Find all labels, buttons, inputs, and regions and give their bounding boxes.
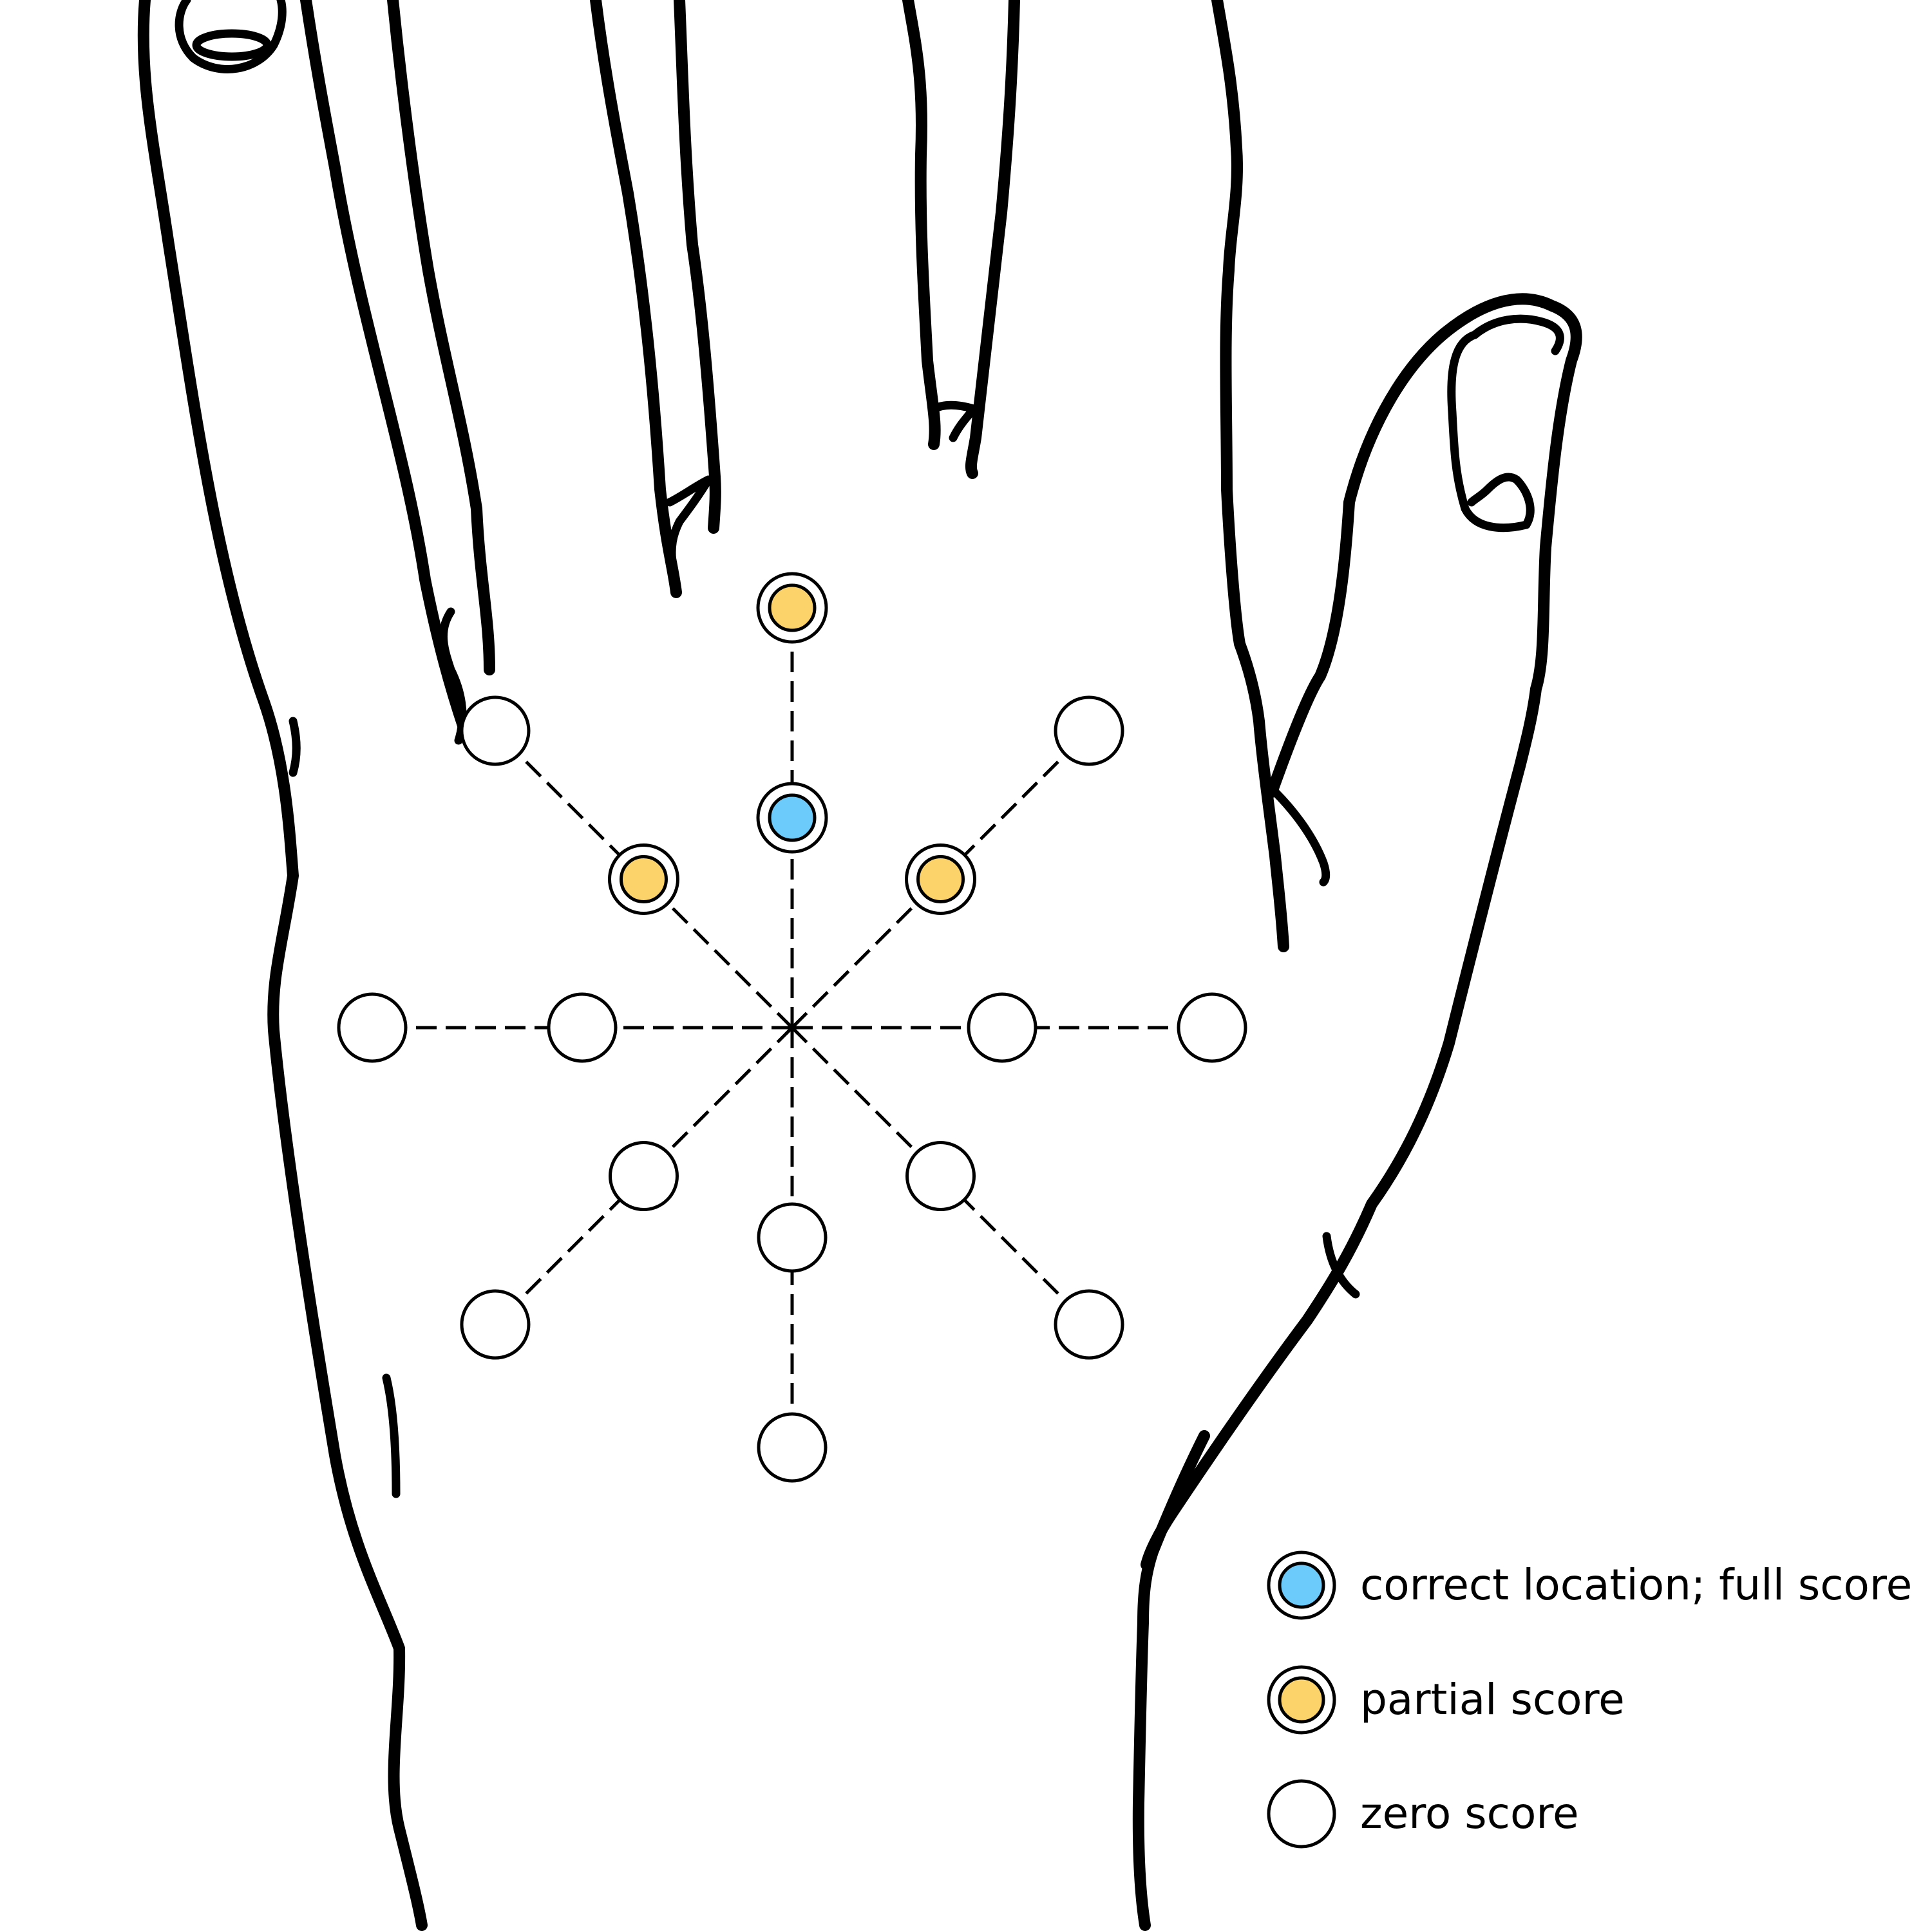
index-finger-left-edge bbox=[902, 0, 941, 450]
legend-label-zero: zero score bbox=[1360, 1789, 1579, 1838]
little-finger bbox=[175, 0, 287, 73]
middle-finger-right-edge bbox=[674, 0, 721, 534]
marker-up-left-1-partial bbox=[607, 843, 679, 915]
little-fingernail bbox=[192, 29, 272, 61]
marker-circle bbox=[1054, 695, 1124, 766]
legend: correct location; full score partial sco… bbox=[1267, 1550, 1912, 1849]
marker-circle bbox=[608, 1141, 679, 1212]
legend-label-partial: partial score bbox=[1360, 1675, 1625, 1724]
legend-item-zero: zero score bbox=[1267, 1779, 1579, 1849]
thumb-outer bbox=[1141, 293, 1582, 1570]
marker-up-right-1-partial bbox=[905, 843, 977, 915]
marker-circle bbox=[757, 1202, 828, 1273]
index-finger-knuckle bbox=[929, 400, 978, 442]
ring-finger-tip bbox=[439, 607, 467, 745]
thumb-tip bbox=[1447, 330, 1535, 532]
middle-finger-knuckle bbox=[665, 475, 713, 571]
marker-circle bbox=[337, 992, 408, 1063]
marker-down-right-1-zero bbox=[905, 1141, 976, 1212]
marker-down-left-2-zero bbox=[460, 1289, 531, 1360]
legend-zero-circle bbox=[1267, 1779, 1336, 1849]
marker-up-left-2-zero bbox=[460, 695, 531, 766]
hand-left-notch bbox=[289, 717, 301, 777]
index-finger-right-edge bbox=[965, 0, 1020, 479]
marker-circle bbox=[460, 695, 531, 766]
thumbnail bbox=[1470, 314, 1564, 355]
hand-left-edge bbox=[137, 0, 428, 1931]
legend-item-partial: partial score bbox=[1267, 1665, 1625, 1735]
hand-outline bbox=[137, 0, 1582, 1931]
target-grid bbox=[337, 572, 1247, 1483]
marker-up-right-2-zero bbox=[1054, 695, 1124, 766]
legend-item-full: correct location; full score bbox=[1267, 1550, 1912, 1620]
hand-right-edge-upper bbox=[1211, 0, 1289, 952]
marker-circle bbox=[547, 992, 618, 1063]
hand-right-wrist bbox=[1132, 1430, 1210, 1931]
ring-finger-left-edge bbox=[300, 0, 469, 733]
marker-up-2-partial bbox=[756, 572, 828, 644]
marker-down-1-zero bbox=[757, 1202, 828, 1273]
marker-circle bbox=[1054, 1289, 1124, 1360]
marker-circle bbox=[1177, 992, 1247, 1063]
hand-right-notch bbox=[1271, 787, 1331, 887]
marker-dot bbox=[768, 793, 817, 842]
marker-down-left-1-zero bbox=[608, 1141, 679, 1212]
marker-circle bbox=[967, 992, 1037, 1063]
center-point bbox=[783, 1019, 801, 1037]
marker-circle bbox=[460, 1289, 531, 1360]
marker-right-1-zero bbox=[967, 992, 1037, 1063]
legend-label-full: correct location; full score bbox=[1360, 1560, 1912, 1610]
marker-circle bbox=[905, 1141, 976, 1212]
marker-dot bbox=[768, 583, 817, 632]
legend-full-dot bbox=[1278, 1561, 1325, 1609]
marker-dot bbox=[619, 854, 668, 903]
marker-right-2-zero bbox=[1177, 992, 1247, 1063]
thumb-crease bbox=[1322, 1232, 1360, 1299]
legend-partial-dot bbox=[1278, 1676, 1325, 1724]
hand-left-notch-low bbox=[382, 1373, 401, 1498]
marker-left-1-zero bbox=[547, 992, 618, 1063]
marker-circle bbox=[757, 1412, 828, 1483]
marker-down-right-2-zero bbox=[1054, 1289, 1124, 1360]
marker-left-2-zero bbox=[337, 992, 408, 1063]
marker-down-2-zero bbox=[757, 1412, 828, 1483]
marker-up-1-full bbox=[756, 782, 828, 854]
ring-finger-right-edge bbox=[387, 0, 495, 675]
marker-dot bbox=[916, 854, 965, 903]
middle-finger-left-edge bbox=[590, 0, 682, 598]
